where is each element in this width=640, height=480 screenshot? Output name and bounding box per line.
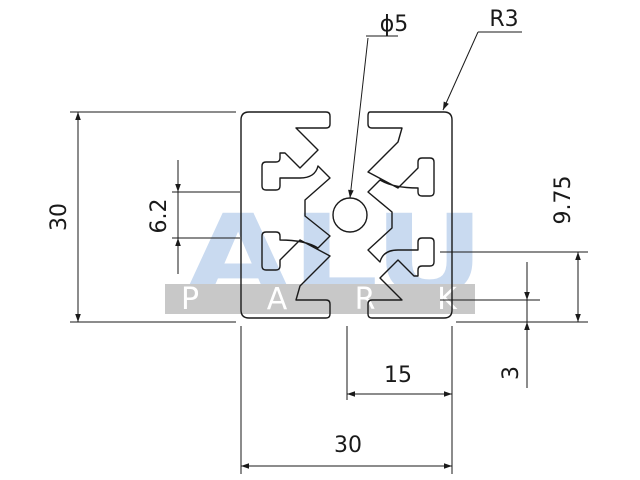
corner-radius-label: R3: [489, 7, 518, 32]
overall-width-label: 30: [334, 433, 362, 458]
watermark-letter-p: P: [181, 282, 199, 317]
slot-opening-label: 6.2: [147, 199, 172, 234]
watermark-letter-a: A: [267, 282, 288, 317]
half-width-label: 15: [384, 363, 412, 388]
profile-outline: [240, 111, 331, 319]
profile-outline-right: [367, 111, 453, 319]
wall-thickness-label: 3: [499, 366, 524, 380]
watermark-letter-r: R: [355, 282, 376, 317]
dimension-lines: [70, 31, 588, 474]
hole-diameter-label: ϕ5: [380, 12, 409, 37]
watermark-band: [165, 284, 475, 314]
slot-offset-label: 9.75: [551, 176, 576, 225]
dimension-labels: ϕ5 R3 30 6.2 9.75 3 15 30: [47, 7, 576, 458]
overall-height-label: 30: [47, 203, 72, 231]
